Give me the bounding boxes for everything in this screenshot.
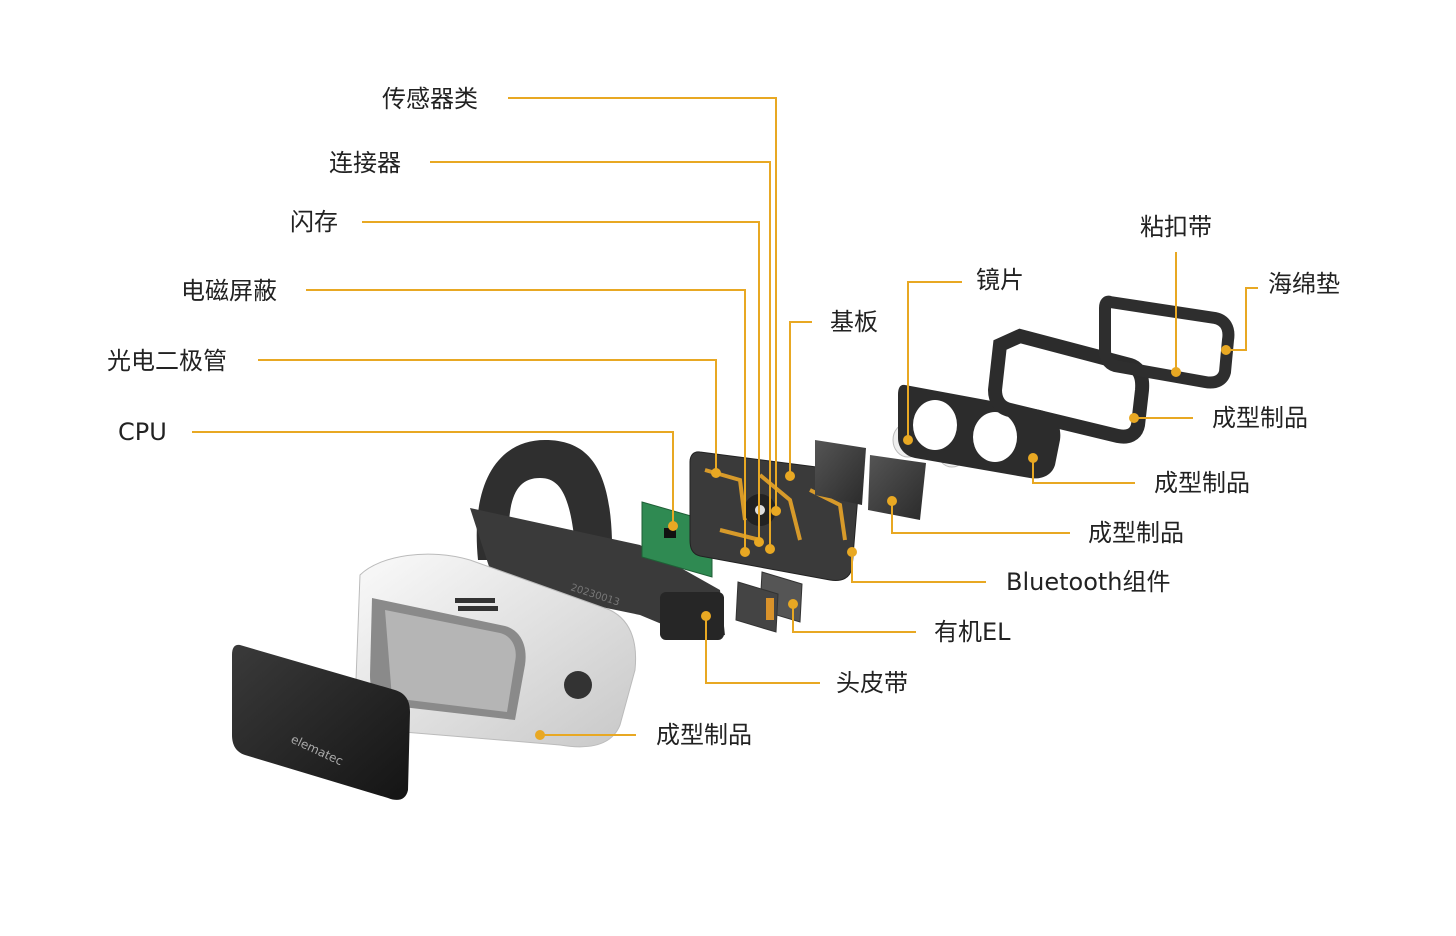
- label-velcro: 粘扣带: [1140, 213, 1212, 241]
- leader-substrate: [789, 321, 812, 476]
- label-molded-3: 成型制品: [1088, 519, 1184, 547]
- label-sensors: 传感器类: [382, 85, 478, 113]
- headset-body-part: [355, 553, 637, 748]
- label-substrate: 基板: [830, 308, 878, 336]
- leader-dots: [535, 345, 1231, 740]
- label-emi-shield: 电磁屏蔽: [181, 277, 277, 305]
- leader-lines: [192, 97, 1258, 736]
- label-molded-2: 成型制品: [1154, 469, 1250, 497]
- label-molded-1: 成型制品: [1212, 404, 1308, 432]
- label-lens: 镜片: [976, 266, 1024, 294]
- label-bluetooth: Bluetooth组件: [1006, 568, 1171, 596]
- label-flash: 闪存: [290, 208, 338, 236]
- label-molded-4: 成型制品: [656, 721, 752, 749]
- head-strap-part: 20230013: [470, 440, 725, 640]
- leader-bluetooth: [851, 552, 986, 583]
- sponge-pad-part: [1099, 295, 1235, 389]
- leader-cpu: [192, 431, 674, 526]
- label-photodiode: 光电二极管: [107, 347, 227, 375]
- leader-oled: [792, 604, 916, 633]
- leader-connector: [430, 161, 771, 549]
- label-head-strap: 头皮带: [836, 669, 908, 697]
- oled-part: [735, 571, 803, 633]
- leader-flash: [362, 221, 760, 542]
- label-cpu: CPU: [118, 418, 167, 446]
- label-sponge-pad: 海绵垫: [1268, 270, 1340, 298]
- label-oled: 有机EL: [934, 618, 1011, 646]
- leader-lens: [907, 281, 962, 440]
- leader-sensors: [508, 97, 777, 511]
- label-connector: 连接器: [329, 149, 401, 177]
- leader-molded-3: [891, 501, 1070, 534]
- leader-emi-shield: [306, 289, 746, 552]
- leader-molded-2: [1032, 458, 1135, 484]
- faceplate-part: elematec: [232, 644, 410, 800]
- shield-frames-part: [815, 440, 926, 520]
- leader-head-strap: [705, 616, 820, 684]
- leader-photodiode: [258, 359, 717, 473]
- leader-sponge-pad: [1226, 287, 1258, 351]
